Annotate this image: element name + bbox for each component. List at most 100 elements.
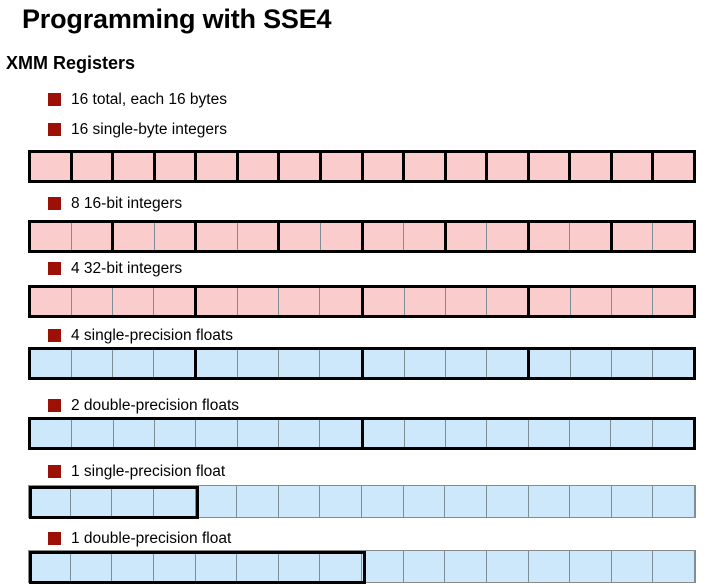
register-cell [362,486,404,517]
register-cell [486,551,529,582]
bullet-item: 1 double-precision float [48,527,231,549]
register-cell [280,153,322,180]
register-cell [404,350,446,377]
bullet-item: 4 single-precision floats [48,324,233,346]
register-cell [529,350,571,377]
register-cell [320,223,364,250]
square-bullet-icon [48,464,61,478]
section-heading: XMM Registers [6,53,136,73]
register-cell [570,223,613,250]
register-cell [114,223,155,250]
register-cell [611,486,654,517]
register-cell [113,420,155,447]
register-cell [278,420,321,447]
register-cell [488,153,530,180]
register-cell [570,551,612,582]
register-cell [652,350,693,377]
register-cell [197,223,238,250]
register-cell [570,288,612,315]
register-cell [486,486,529,517]
register-cell [278,551,321,582]
register-cell [70,551,113,582]
register-cell [153,486,196,517]
bullet-item: 4 32-bit integers [48,257,182,279]
register-cell [72,350,114,377]
bullet-label: 1 single-precision float [71,462,226,480]
register-4-32-bit-integers [28,285,696,318]
bullet-label: 4 single-precision floats [71,326,233,344]
register-cell [72,153,115,180]
register-cell [653,223,693,250]
bullet-label: 8 16-bit integers [71,194,183,212]
register-cell [363,288,405,315]
register-cell [405,153,447,180]
bullet-item: 1 single-precision float [48,460,225,482]
register-cell [528,486,571,517]
register-cell [114,153,156,180]
register-cell [529,288,571,315]
square-bullet-icon [48,261,61,275]
register-cell [611,551,654,582]
register-cell [237,486,279,517]
register-cell [112,551,154,582]
register-cell [31,350,73,377]
register-cell [653,551,695,582]
square-bullet-icon [48,531,61,545]
register-cell [320,350,364,377]
register-cell [280,223,321,250]
register-cell [652,288,693,315]
register-cell [113,350,155,377]
register-cell [654,153,693,180]
bullet-item: 2 double-precision floats [48,394,239,416]
register-cell [404,288,446,315]
register-cell [445,288,487,315]
register-cell [446,420,488,447]
register-cell [445,350,487,377]
register-cell [31,420,73,447]
register-cell [197,350,239,377]
register-cell [404,420,447,447]
square-bullet-icon [48,196,61,210]
register-cell [403,486,446,517]
bullet-label: 1 double-precision float [71,529,232,547]
register-cell [72,420,114,447]
register-cell [71,223,115,250]
bullet-label: 16 single-byte integers [71,120,227,138]
register-cell [529,153,572,180]
register-cell [195,486,238,517]
square-bullet-icon [48,398,61,412]
register-cell [197,288,239,315]
square-bullet-icon [48,328,61,342]
page-title: Programming with SSE4 [22,4,332,34]
register-cell [529,223,571,250]
register-cell [278,486,321,517]
register-cell [72,288,114,315]
register-cell [528,420,571,447]
register-cell [279,350,321,377]
register-cell [238,288,280,315]
register-cell [112,486,154,517]
register-cell [487,420,529,447]
register-cell [570,486,612,517]
register-cell [195,551,238,582]
register-cell [153,551,196,582]
register-cell [320,420,364,447]
register-cell [612,153,655,180]
register-cell [486,288,530,315]
register-cell [196,420,238,447]
register-cell [446,153,489,180]
register-cell [154,350,198,377]
register-cell [362,551,404,582]
register-cell [363,153,406,180]
register-cell [154,288,198,315]
register-cell [31,153,73,180]
register-8-16-bit-integers [28,220,696,253]
register-cell [486,350,530,377]
register-cell [237,551,279,582]
bullet-item: 8 16-bit integers [48,192,182,214]
register-cell [653,486,695,517]
register-cell [404,223,447,250]
register-16-single-byte-integers [28,150,696,183]
register-cell [571,153,613,180]
